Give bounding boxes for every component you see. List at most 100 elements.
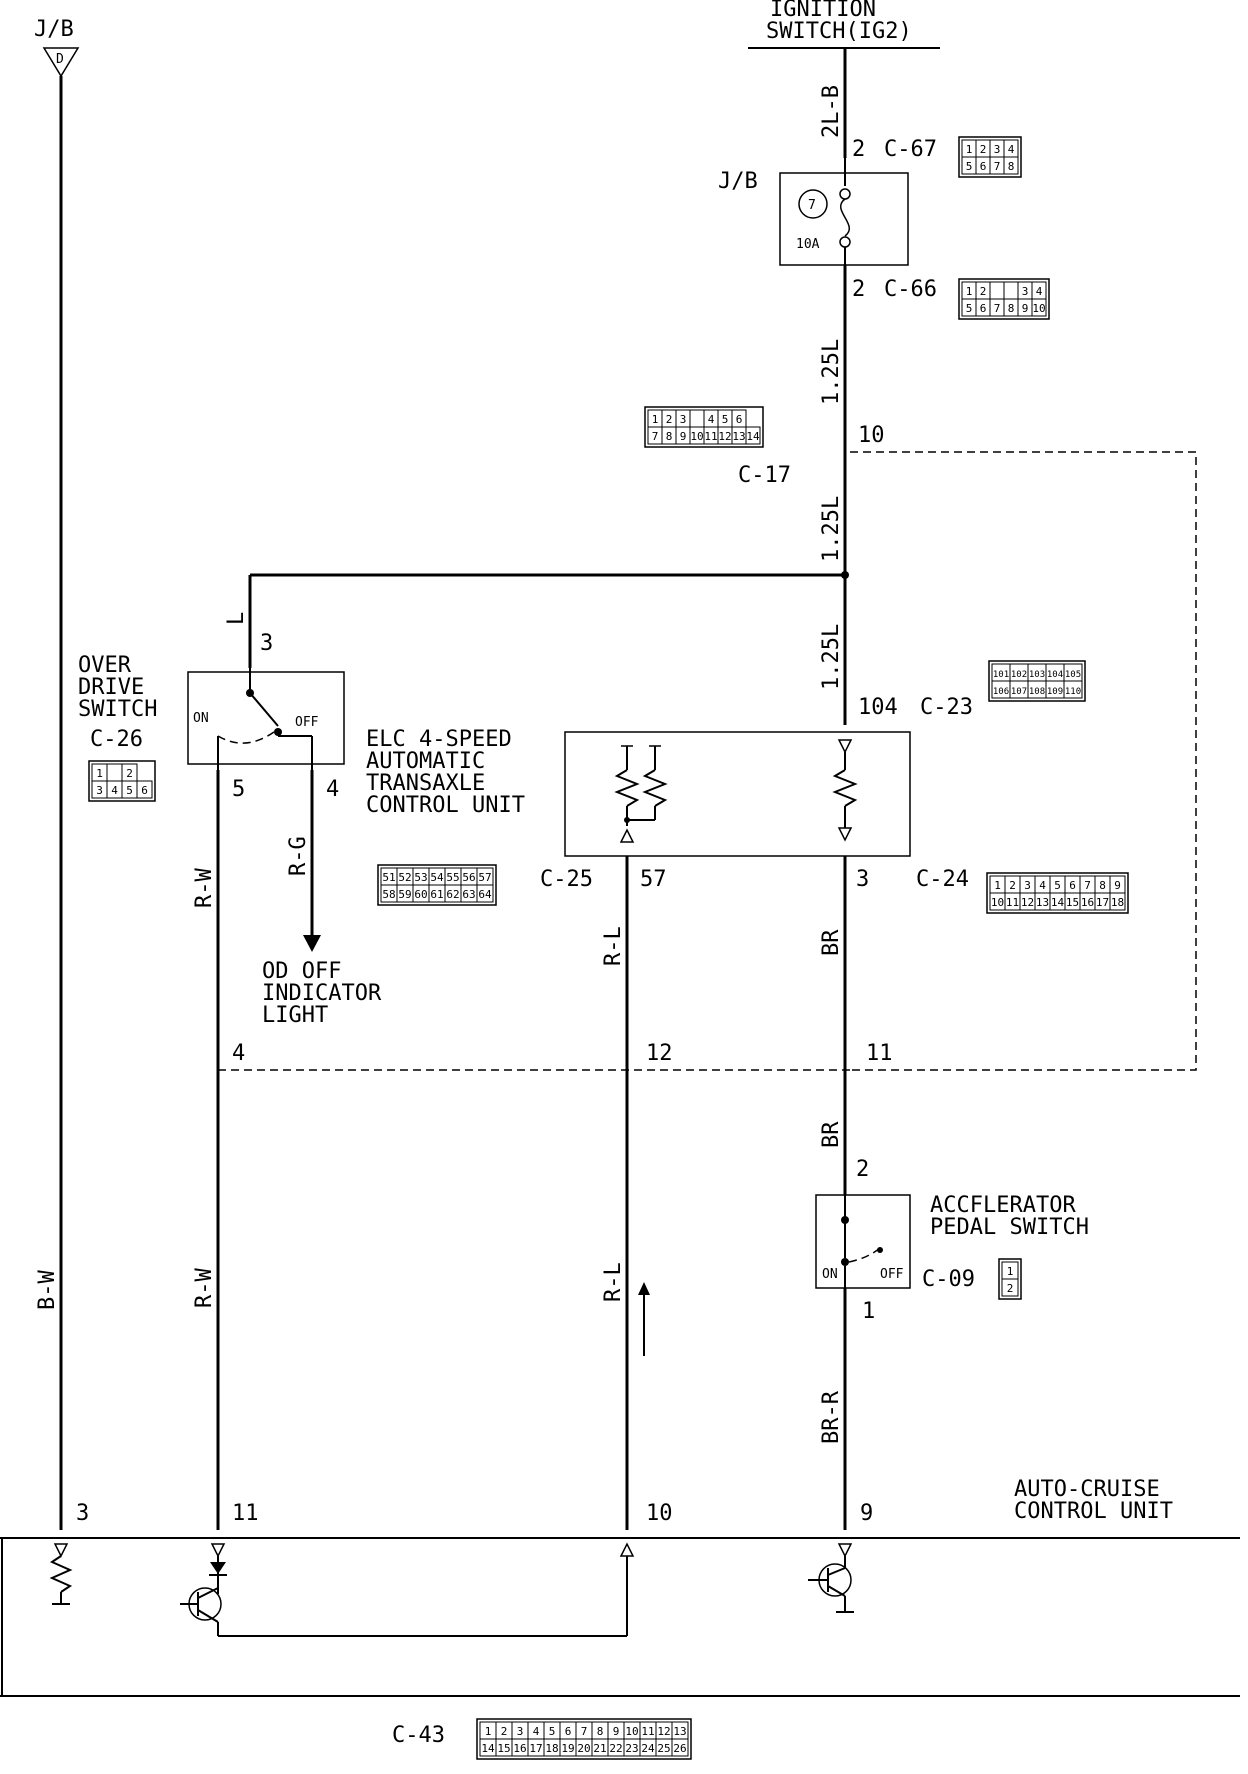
pinout-c26-pin: 6 xyxy=(141,784,148,797)
od-label-line1: OVER xyxy=(78,653,132,678)
ecu-box xyxy=(564,731,911,857)
lamp-label-line1: OD OFF xyxy=(262,959,341,984)
pin-od-on: 5 xyxy=(232,777,245,802)
pinout-c67-pin: 6 xyxy=(980,160,987,173)
pinout-c66-pin: 5 xyxy=(966,302,973,315)
od-switch-off-contact xyxy=(274,728,282,736)
pin-c66: 2 xyxy=(852,277,865,302)
pinout-c17-pin: 7 xyxy=(652,430,659,443)
pinout-c43-pin: 21 xyxy=(593,1742,606,1755)
pinout-c43-pin: 6 xyxy=(565,1725,572,1738)
pinout-c17-pin: 6 xyxy=(736,413,743,426)
conn-c66-label: C-66 xyxy=(884,277,937,302)
ignition-label-line2: SWITCH(IG2) xyxy=(766,19,912,44)
wire-label-BR-2: BR xyxy=(819,1121,844,1148)
acc-label-line2: PEDAL SWITCH xyxy=(930,1215,1089,1240)
pinout-c24-pin: 18 xyxy=(1111,896,1124,909)
pinout-c24-pin: 2 xyxy=(1009,879,1016,892)
pinout-c66-pin: 7 xyxy=(994,302,1001,315)
pinout-c67-pin: 8 xyxy=(1008,160,1015,173)
pinout-c25-pin: 57 xyxy=(478,871,491,884)
pinout-c25-pin: 60 xyxy=(414,888,427,901)
od-label-line2: DRIVE xyxy=(78,675,144,700)
pin-j-3: 11 xyxy=(866,1041,893,1066)
pinout-c25-pin: 53 xyxy=(414,871,427,884)
pinout-c43-pin: 22 xyxy=(609,1742,622,1755)
pinout-c24-pin: 12 xyxy=(1021,896,1034,909)
pinout-c43-cell xyxy=(671,1738,689,1757)
acu-resistor xyxy=(49,1555,73,1593)
pinout-c43-pin: 12 xyxy=(657,1725,670,1738)
pinout-c43-pin: 19 xyxy=(561,1742,574,1755)
pinout-c43-pin: 1 xyxy=(485,1725,492,1738)
lamp-label-line3: LIGHT xyxy=(262,1003,328,1028)
pinout-c24-pin: 4 xyxy=(1039,879,1046,892)
pinout-c24-pin: 16 xyxy=(1081,896,1094,909)
pin-c23: 104 xyxy=(858,695,898,720)
conn-c24-label: C-24 xyxy=(916,867,969,892)
acc-on-label: ON xyxy=(822,1267,838,1282)
ecu-pin3-terminal xyxy=(837,827,853,842)
pinout-c25-pin: 58 xyxy=(382,888,395,901)
pinout-c26-pin: 1 xyxy=(96,767,103,780)
pin-acu-br: 9 xyxy=(860,1501,873,1526)
pinout-c23-cell xyxy=(1063,680,1083,699)
pin-acc-in: 2 xyxy=(856,1157,869,1182)
pinout-c43-pin: 5 xyxy=(549,1725,556,1738)
ecu-resistor-2 xyxy=(642,769,668,807)
pinout-c23-pin: 110 xyxy=(1065,687,1081,697)
pinout-c43-pin: 23 xyxy=(625,1742,638,1755)
pinout-c67-pin: 1 xyxy=(966,143,973,156)
pinout-c43-pin: 13 xyxy=(673,1725,686,1738)
wire-label-125L-1: 1.25L xyxy=(819,339,844,405)
pin-c25: 57 xyxy=(640,867,667,892)
pinout-c25-pin: 54 xyxy=(430,871,444,884)
pinout-c43-pin: 18 xyxy=(545,1742,558,1755)
pinout-c43-pin: 16 xyxy=(513,1742,526,1755)
pinout-c67-pin: 3 xyxy=(994,143,1001,156)
pinout-c43-pin: 2 xyxy=(501,1725,508,1738)
pinout-c43-pin: 11 xyxy=(641,1725,654,1738)
pinout-c43-pin: 4 xyxy=(533,1725,540,1738)
wire-label-R-L-lower: R-L xyxy=(601,1262,626,1302)
pinout-c24-pin: 8 xyxy=(1099,879,1106,892)
ecu-pin104-terminal xyxy=(837,739,853,754)
pinout-c17-pin: 10 xyxy=(690,430,703,443)
pin-j-57: 12 xyxy=(646,1041,673,1066)
pinout-c24-pin: 3 xyxy=(1024,879,1031,892)
pinout-c67-pin: 7 xyxy=(994,160,1001,173)
pinout-c23-pin: 102 xyxy=(1011,670,1027,680)
pin-acu-bw: 3 xyxy=(76,1501,89,1526)
wire-label-R-G: R-G xyxy=(286,836,311,876)
acu-label-line2: CONTROL UNIT xyxy=(1014,1499,1173,1524)
fuse-element xyxy=(839,198,851,237)
pinout-c17-cell xyxy=(745,426,761,445)
wire-label-2L-B: 2L-B xyxy=(819,85,844,138)
pinout-c26-pin: 4 xyxy=(111,784,118,797)
pinout-c66-pin: 4 xyxy=(1036,285,1043,298)
pinout-c43-pin: 7 xyxy=(581,1725,588,1738)
pinout-c25-pin: 56 xyxy=(462,871,475,884)
od-switch-box xyxy=(187,671,345,765)
pinout-c23-pin: 105 xyxy=(1065,670,1081,680)
od-switch-on-arc xyxy=(217,731,275,744)
od-label-line3: SWITCH xyxy=(78,697,157,722)
pinout-c23-pin: 103 xyxy=(1029,670,1045,680)
pinout-c09-cell xyxy=(1001,1278,1019,1297)
pinout-c25-pin: 51 xyxy=(382,871,395,884)
pin-acu-od: 11 xyxy=(232,1501,259,1526)
pinout-c09-pin: 2 xyxy=(1007,1282,1014,1295)
pinout-c24-pin: 11 xyxy=(1006,896,1019,909)
acu-label-line1: AUTO-CRUISE xyxy=(1014,1477,1160,1502)
pinout-c24-pin: 17 xyxy=(1096,896,1109,909)
pinout-c23-pin: 108 xyxy=(1029,687,1045,697)
pinout-c43-pin: 14 xyxy=(481,1742,495,1755)
conn-c25-label: C-25 xyxy=(540,867,593,892)
od-off-label: OFF xyxy=(295,715,319,730)
pinout-c43-pin: 3 xyxy=(517,1725,524,1738)
pinout-c67-pin: 2 xyxy=(980,143,987,156)
wire-label-L: L xyxy=(224,612,249,625)
pinout-c26-pin: 3 xyxy=(96,784,103,797)
